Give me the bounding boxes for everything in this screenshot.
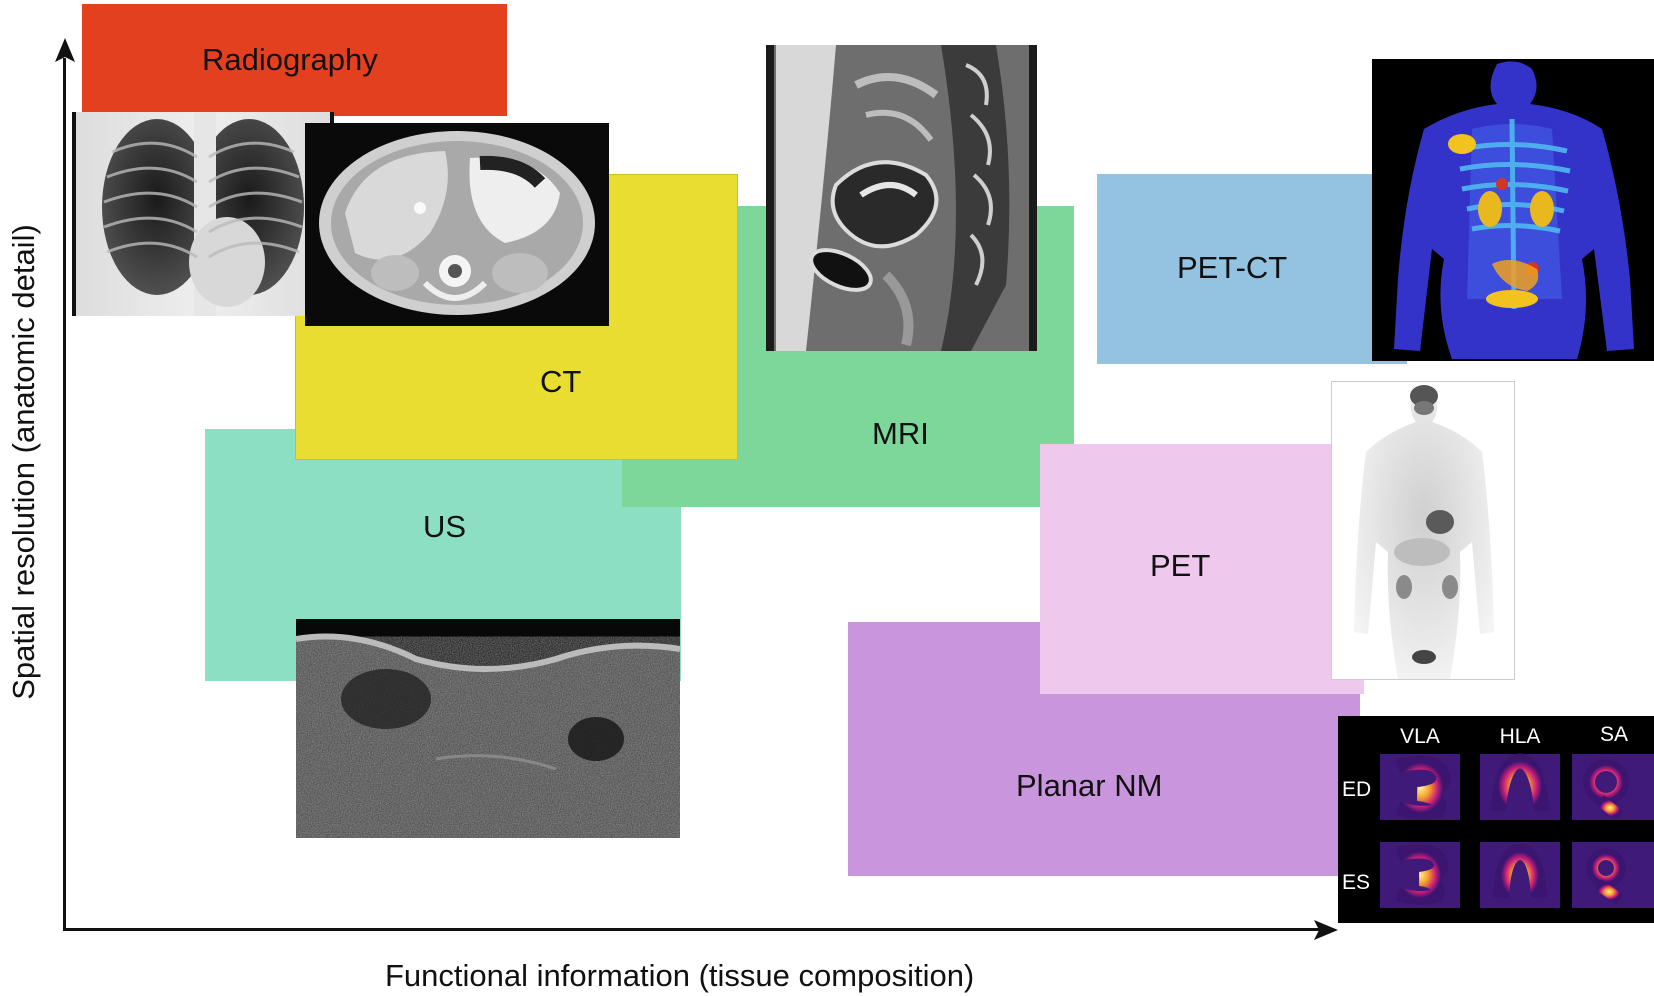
ct-label: CT xyxy=(540,364,582,399)
spect-row-es: ES xyxy=(1342,871,1370,894)
y-axis-label: Spatial resolution (anatomic detail) xyxy=(6,224,41,700)
pet-label: PET xyxy=(1150,548,1211,583)
y-axis-arrow-icon xyxy=(55,38,75,62)
radiography-label: Radiography xyxy=(202,42,378,77)
pet-ct-label: PET-CT xyxy=(1177,250,1288,285)
spect-col-hla: HLA xyxy=(1500,725,1541,748)
pet-box: PET xyxy=(1040,444,1364,694)
us-label: US xyxy=(423,509,467,544)
radiography-box: Radiography xyxy=(82,4,507,116)
spect-row-ed: ED xyxy=(1342,778,1371,801)
x-axis-label: Functional information (tissue compositi… xyxy=(385,958,975,993)
y-axis-line xyxy=(63,58,66,931)
x-axis-line xyxy=(63,928,1320,931)
pet-image xyxy=(1331,381,1515,680)
x-axis-arrow-icon xyxy=(1314,920,1338,940)
mri-label: MRI xyxy=(872,416,929,451)
planar-nm-label: Planar NM xyxy=(1016,768,1163,803)
chest-xray-image xyxy=(72,112,334,316)
pet-ct-box: PET-CT xyxy=(1097,174,1407,364)
spect-col-vla: VLA xyxy=(1400,725,1440,748)
y-axis-label-container: Spatial resolution (anatomic detail) xyxy=(6,224,46,700)
pet-ct-image xyxy=(1372,59,1654,361)
ct-scan-image xyxy=(305,123,609,326)
spect-col-sa: SA xyxy=(1600,723,1628,746)
mri-scan-image xyxy=(766,45,1037,351)
spect-panel-image: VLA HLA SA ED ES xyxy=(1338,716,1654,923)
ultrasound-image xyxy=(296,619,680,838)
